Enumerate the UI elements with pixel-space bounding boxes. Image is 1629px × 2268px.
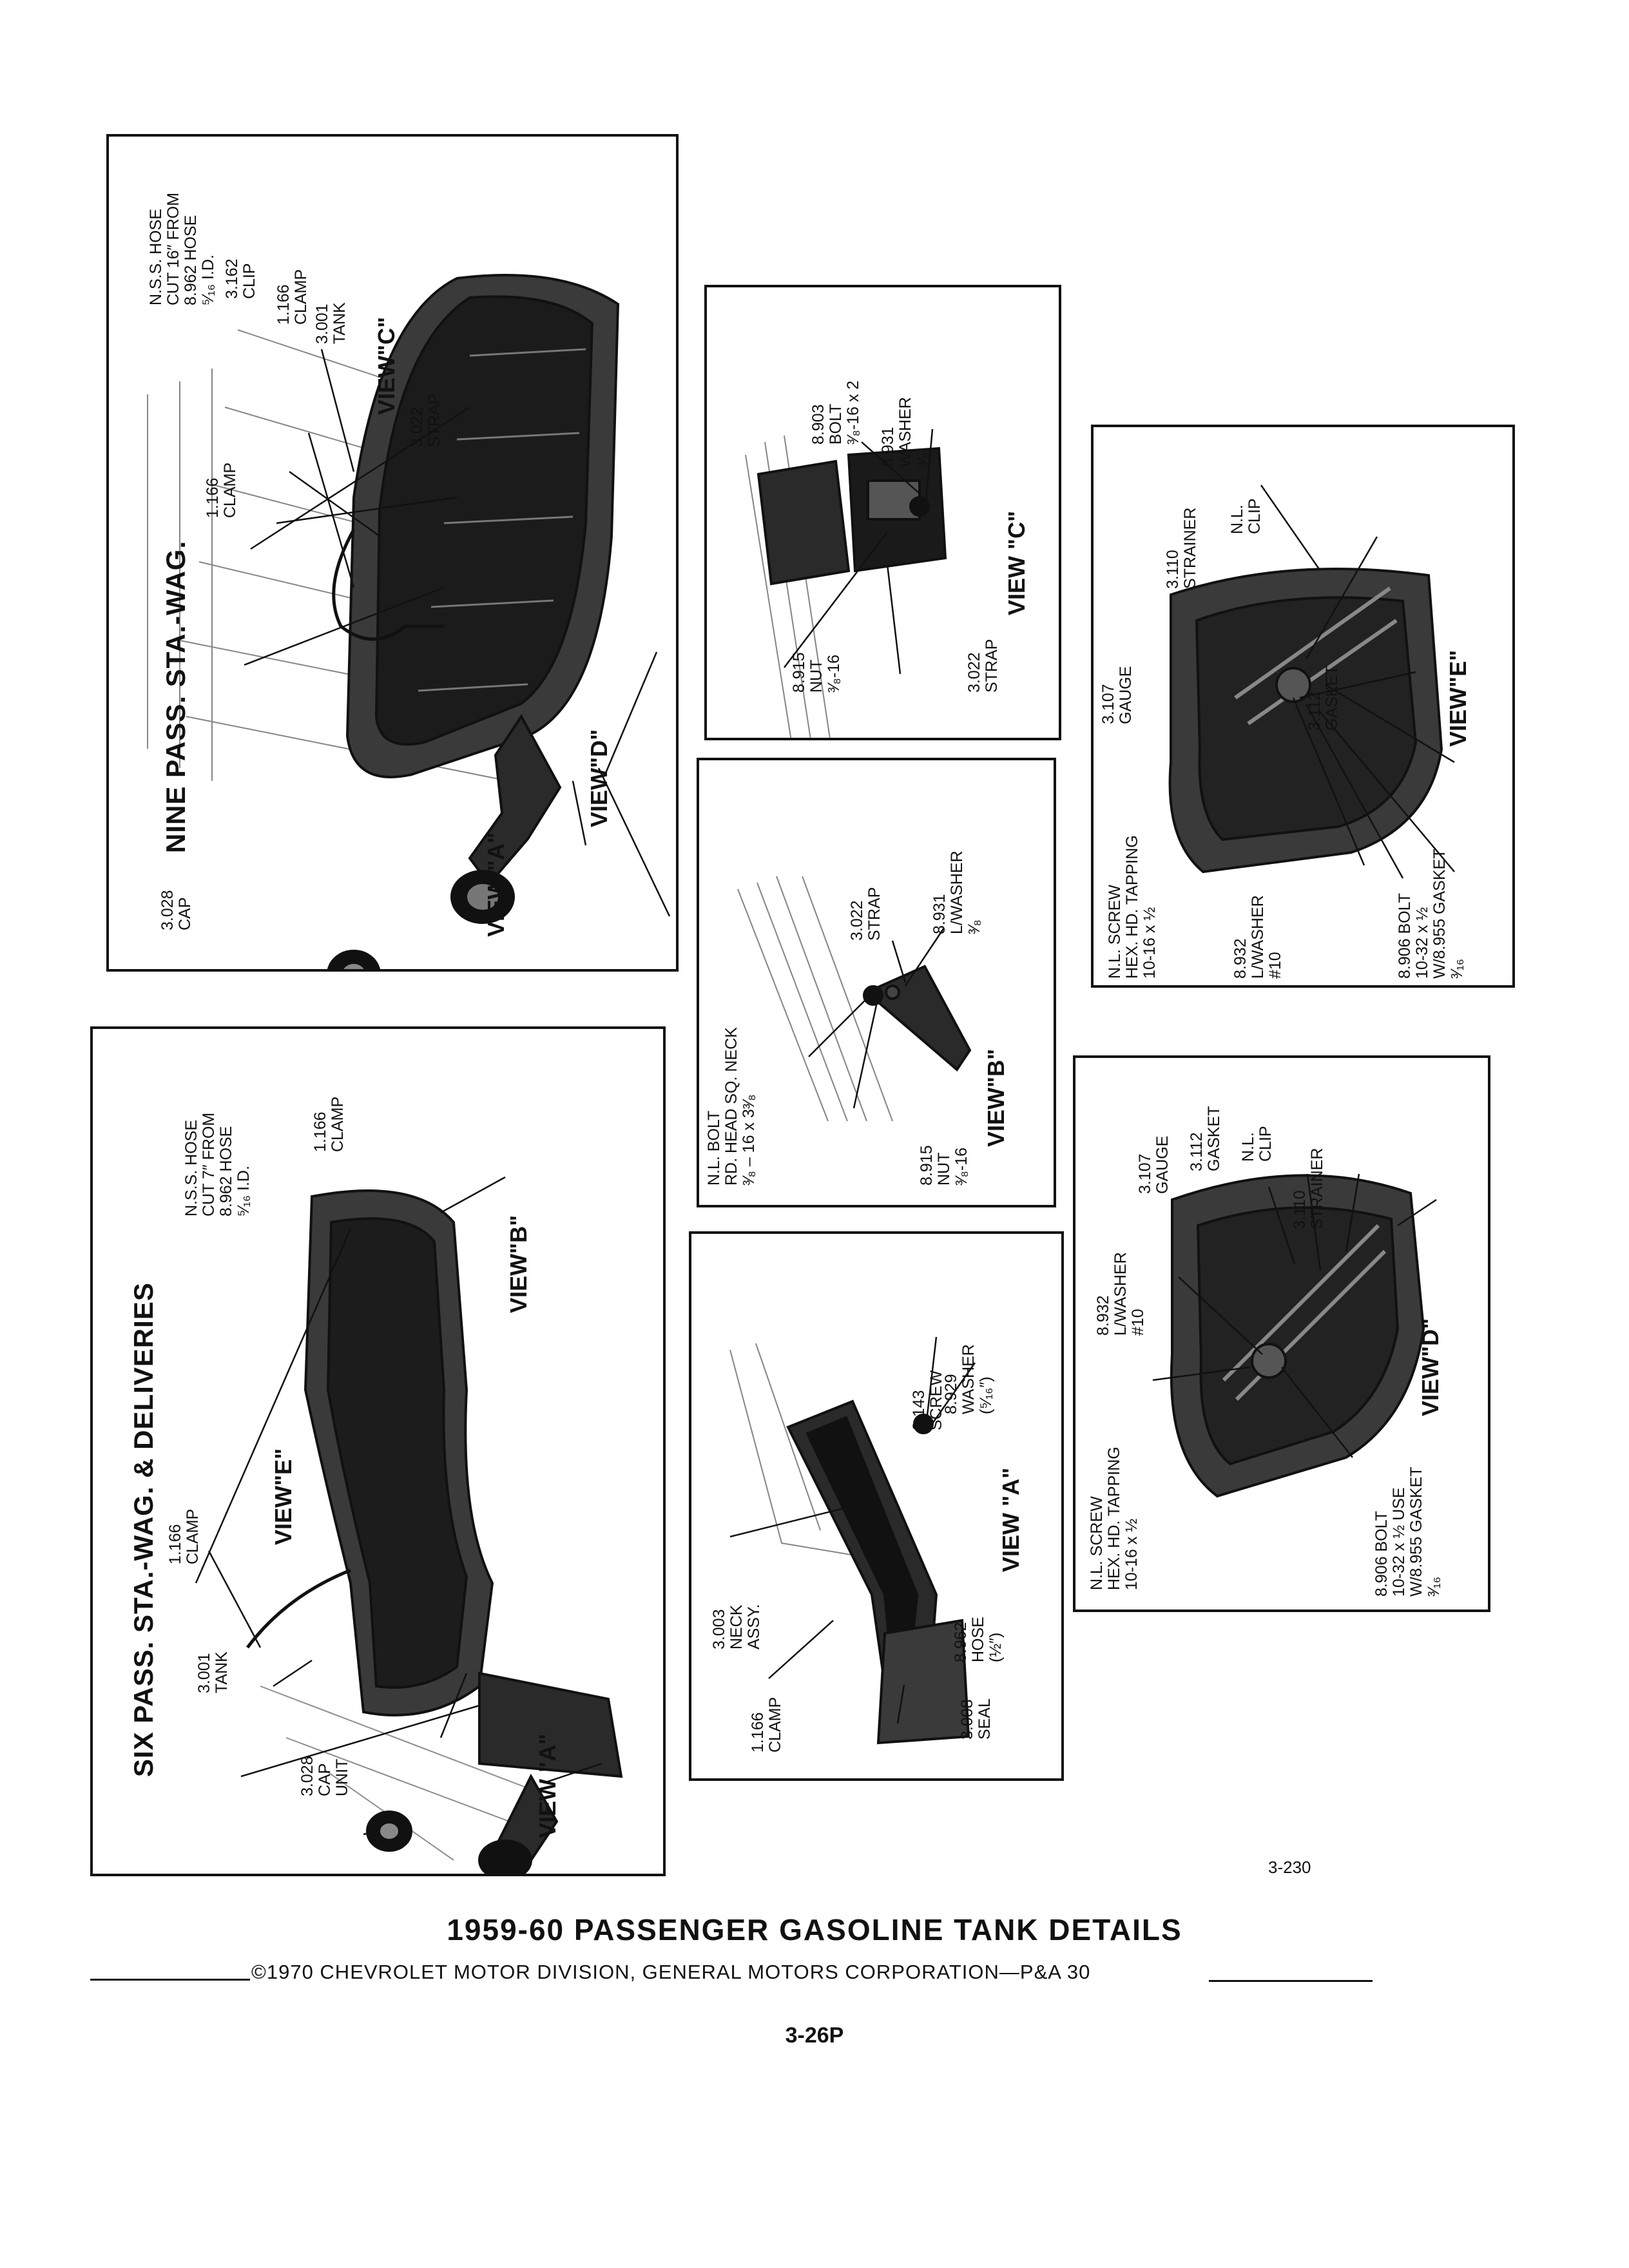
- view-c-title: VIEW "C": [1003, 510, 1030, 615]
- filler-neck: [478, 1773, 559, 1874]
- tank-body: [345, 274, 620, 778]
- copyright-text: ©1970 CHEVROLET MOTOR DIVISION, GENERAL …: [251, 1961, 1091, 1983]
- hose: [332, 528, 444, 641]
- nine-view-a: VIEW "A": [483, 832, 509, 937]
- nine-view-c: VIEW"C": [373, 316, 400, 415]
- cap: [366, 1811, 412, 1852]
- six-view-b: VIEW"B": [505, 1215, 532, 1313]
- view-b-leaders: [808, 927, 945, 1109]
- view-d-leaders: [1152, 1173, 1437, 1458]
- view-a-illustration: [729, 1336, 976, 1745]
- view-d-illustration: [1152, 1173, 1437, 1498]
- view-a-title: VIEW "A": [998, 1467, 1024, 1572]
- nine-view-d: VIEW"D": [586, 729, 612, 827]
- view-b-illustration: [737, 876, 972, 1122]
- view-c-illustration: [745, 428, 947, 738]
- rule-left: [90, 1979, 250, 1981]
- six-view-e: VIEW"E": [270, 1448, 296, 1545]
- cap: [327, 950, 381, 969]
- tank-body: [304, 1189, 623, 1778]
- view-e-title: VIEW"E": [1445, 649, 1471, 747]
- view-e-illustration: [1168, 485, 1455, 879]
- six-pass-title: SIX PASS. STA.-WAG. & DELIVERIES: [128, 1282, 159, 1777]
- page-title: 1959-60 PASSENGER GASOLINE TANK DETAILS: [447, 1913, 1182, 1946]
- figure-reference-code: 3-230: [1268, 1858, 1311, 1877]
- six-pass-tank-illustration: [195, 1176, 623, 1874]
- page-number: 3-26P: [785, 2023, 844, 2048]
- copyright-line: ©1970 CHEVROLET MOTOR DIVISION, GENERAL …: [90, 1961, 1373, 1993]
- panel-six-pass-sta-wag: SIX PASS. STA.-WAG. & DELIVERIES N.S.S. …: [90, 1026, 666, 1876]
- view-e-leaders: [1260, 485, 1455, 879]
- six-view-a: VIEW "A": [534, 1733, 561, 1838]
- view-c-leaders: [784, 428, 934, 675]
- hose: [246, 1568, 351, 1649]
- rule-right: [1209, 1980, 1373, 1982]
- leader-lines: [195, 1176, 602, 1836]
- view-b-title: VIEW"B": [983, 1048, 1009, 1147]
- label-d-clip: N.L.CLIP: [1239, 1126, 1275, 1162]
- label-e-clip: N.L.CLIP: [1228, 498, 1264, 534]
- view-a-leaders: [729, 1336, 976, 1724]
- nine-pass-title: NINE PASS. STA.-WAG.: [160, 540, 191, 853]
- view-d-title: VIEW"D": [1417, 1318, 1443, 1416]
- nine-pass-tank-illustration: [147, 274, 671, 969]
- filler-neck: [450, 714, 562, 924]
- leader-lines: [244, 349, 671, 917]
